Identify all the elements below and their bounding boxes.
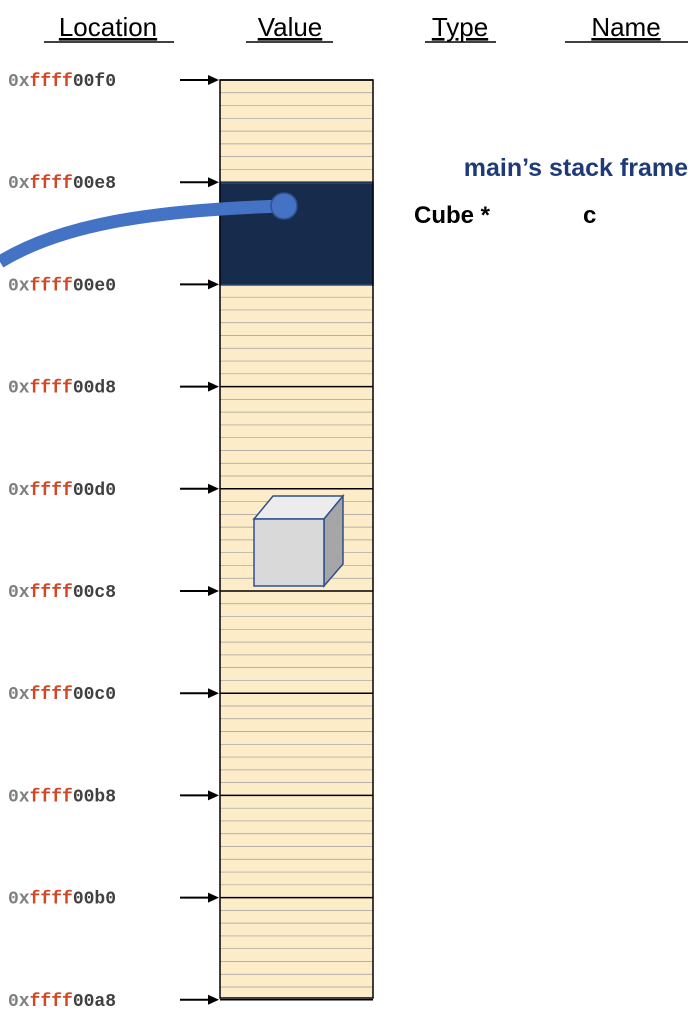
address-label: 0xffff00b0 [8, 890, 116, 910]
address-low: 00e0 [73, 276, 116, 296]
address-low: 00b8 [73, 787, 116, 807]
address-prefix: 0x [8, 174, 30, 194]
address-label: 0xffff00f0 [8, 72, 116, 92]
address-prefix: 0x [8, 276, 30, 296]
address-prefix: 0x [8, 787, 30, 807]
address-row: 0xffff00a8 [8, 992, 219, 1009]
address-row: 0xffff00c0 [8, 685, 219, 705]
address-low: 00a8 [73, 992, 116, 1009]
arrow-head-icon [208, 790, 219, 801]
variable-type: Cube * [414, 202, 491, 229]
cube-icon [252, 493, 345, 589]
header-location: Location [59, 12, 157, 42]
arrow-head-icon [208, 75, 219, 85]
arrow-head-icon [208, 381, 219, 392]
address-row: 0xffff00b8 [8, 787, 219, 807]
pointer-icon [0, 192, 298, 268]
arrow-head-icon [208, 483, 219, 494]
address-high: ffff [30, 72, 73, 92]
arrow-head-icon [208, 177, 219, 188]
column-headers: Location Value Type Name [59, 12, 661, 42]
address-prefix: 0x [8, 992, 30, 1009]
address-prefix: 0x [8, 890, 30, 910]
header-value: Value [258, 12, 323, 42]
address-low: 00f0 [73, 72, 116, 92]
stack-frame-label: main’s stack frame [464, 154, 688, 182]
address-label: 0xffff00c0 [8, 685, 116, 705]
address-label: 0xffff00d8 [8, 379, 116, 399]
address-label: 0xffff00c8 [8, 583, 116, 603]
address-low: 00c0 [73, 685, 116, 705]
address-prefix: 0x [8, 583, 30, 603]
address-row: 0xffff00b0 [8, 890, 219, 910]
address-high: ffff [30, 174, 73, 194]
arrow-head-icon [208, 892, 219, 903]
address-row: 0xffff00e0 [8, 276, 219, 296]
address-low: 00d8 [73, 379, 116, 399]
address-low: 00b0 [73, 890, 116, 910]
address-high: ffff [30, 992, 73, 1009]
address-label: 0xffff00b8 [8, 787, 116, 807]
arrow-head-icon [208, 586, 219, 596]
address-label: 0xffff00a8 [8, 992, 116, 1009]
address-list: 0xffff00f00xffff00e80xffff00e00xffff00d8… [8, 72, 219, 1009]
address-prefix: 0x [8, 481, 30, 501]
address-label: 0xffff00d0 [8, 481, 116, 501]
arrow-head-icon [208, 994, 219, 1005]
pointer-dot-icon [270, 192, 298, 220]
stack-frame-cell [219, 182, 374, 286]
address-row: 0xffff00f0 [8, 72, 219, 92]
header-type: Type [432, 12, 488, 42]
address-low: 00d0 [73, 481, 116, 501]
memory-word-lines [220, 79, 373, 1001]
address-high: ffff [30, 685, 73, 705]
address-low: 00e8 [73, 174, 116, 194]
address-high: ffff [30, 379, 73, 399]
address-row: 0xffff00c8 [8, 583, 219, 603]
arrow-head-icon [208, 279, 219, 290]
address-prefix: 0x [8, 685, 30, 705]
address-label: 0xffff00e0 [8, 276, 116, 296]
address-prefix: 0x [8, 379, 30, 399]
address-prefix: 0x [8, 72, 30, 92]
address-high: ffff [30, 890, 73, 910]
arrow-head-icon [208, 688, 219, 699]
address-high: ffff [30, 583, 73, 603]
address-row: 0xffff00e8 [8, 174, 219, 194]
variable-name: c [583, 202, 596, 229]
address-row: 0xffff00d8 [8, 379, 219, 399]
address-high: ffff [30, 481, 73, 501]
address-row: 0xffff00d0 [8, 481, 219, 501]
address-label: 0xffff00e8 [8, 174, 116, 194]
memory-border [219, 79, 374, 999]
address-high: ffff [30, 276, 73, 296]
header-name: Name [591, 12, 660, 42]
address-high: ffff [30, 787, 73, 807]
address-low: 00c8 [73, 583, 116, 603]
